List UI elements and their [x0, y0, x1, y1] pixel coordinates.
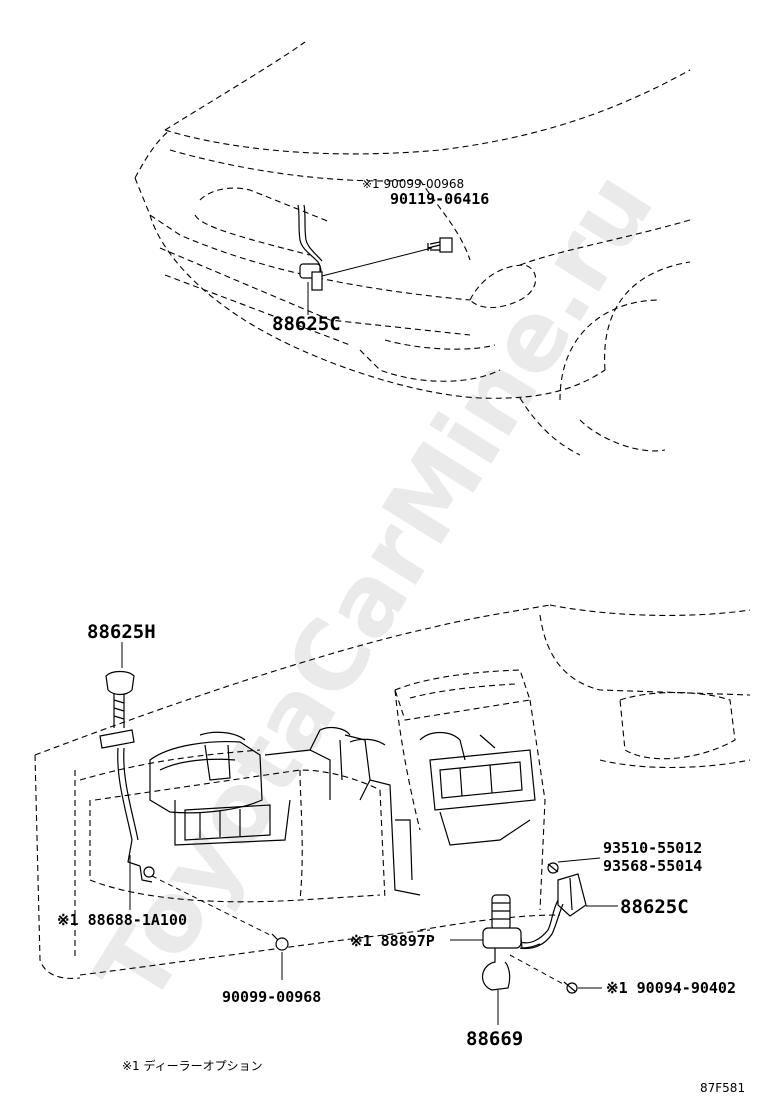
bottom-part-callout: 88669	[466, 1028, 523, 1050]
left-clip-callout: ※1 88688-1A100	[57, 911, 187, 929]
top-bolt-icon	[427, 237, 453, 253]
figure-code: 87F581	[700, 1081, 745, 1095]
clip-icon	[139, 865, 155, 883]
top-sensor-assembly	[297, 204, 453, 315]
top-bolt-callout-1: ※1 90099-00968	[362, 177, 464, 191]
watermark: ToyotaCarMine.ru	[75, 153, 676, 1022]
heater-unit-illustration	[149, 726, 536, 896]
mid-part-callout: ※1 88897P	[350, 932, 435, 950]
left-screw-icon	[271, 933, 289, 951]
footnote: ※1 ディーラーオプション	[122, 1058, 263, 1073]
left-sensor-callout: 88625H	[87, 621, 156, 643]
right-screw-callout-2: 93568-55014	[603, 857, 702, 875]
bottom-screw-icon	[563, 981, 578, 994]
left-sensor-assembly	[99, 642, 289, 980]
vehicle-front-illustration	[134, 41, 691, 456]
top-bolt-callout-2: 90119-06416	[390, 190, 489, 208]
right-screw-icon	[547, 862, 559, 874]
right-screw-callout-1: 93510-55012	[603, 839, 702, 857]
left-screw-callout: 90099-00968	[222, 988, 321, 1006]
bottom-screw-callout: ※1 90094-90402	[606, 979, 736, 997]
top-sensor-callout: 88625C	[272, 313, 341, 335]
dashboard-illustration	[34, 604, 751, 979]
right-sensor-callout: 88625C	[620, 896, 689, 918]
bottom-part-assembly	[450, 894, 602, 1025]
right-sensor-assembly	[519, 857, 618, 950]
